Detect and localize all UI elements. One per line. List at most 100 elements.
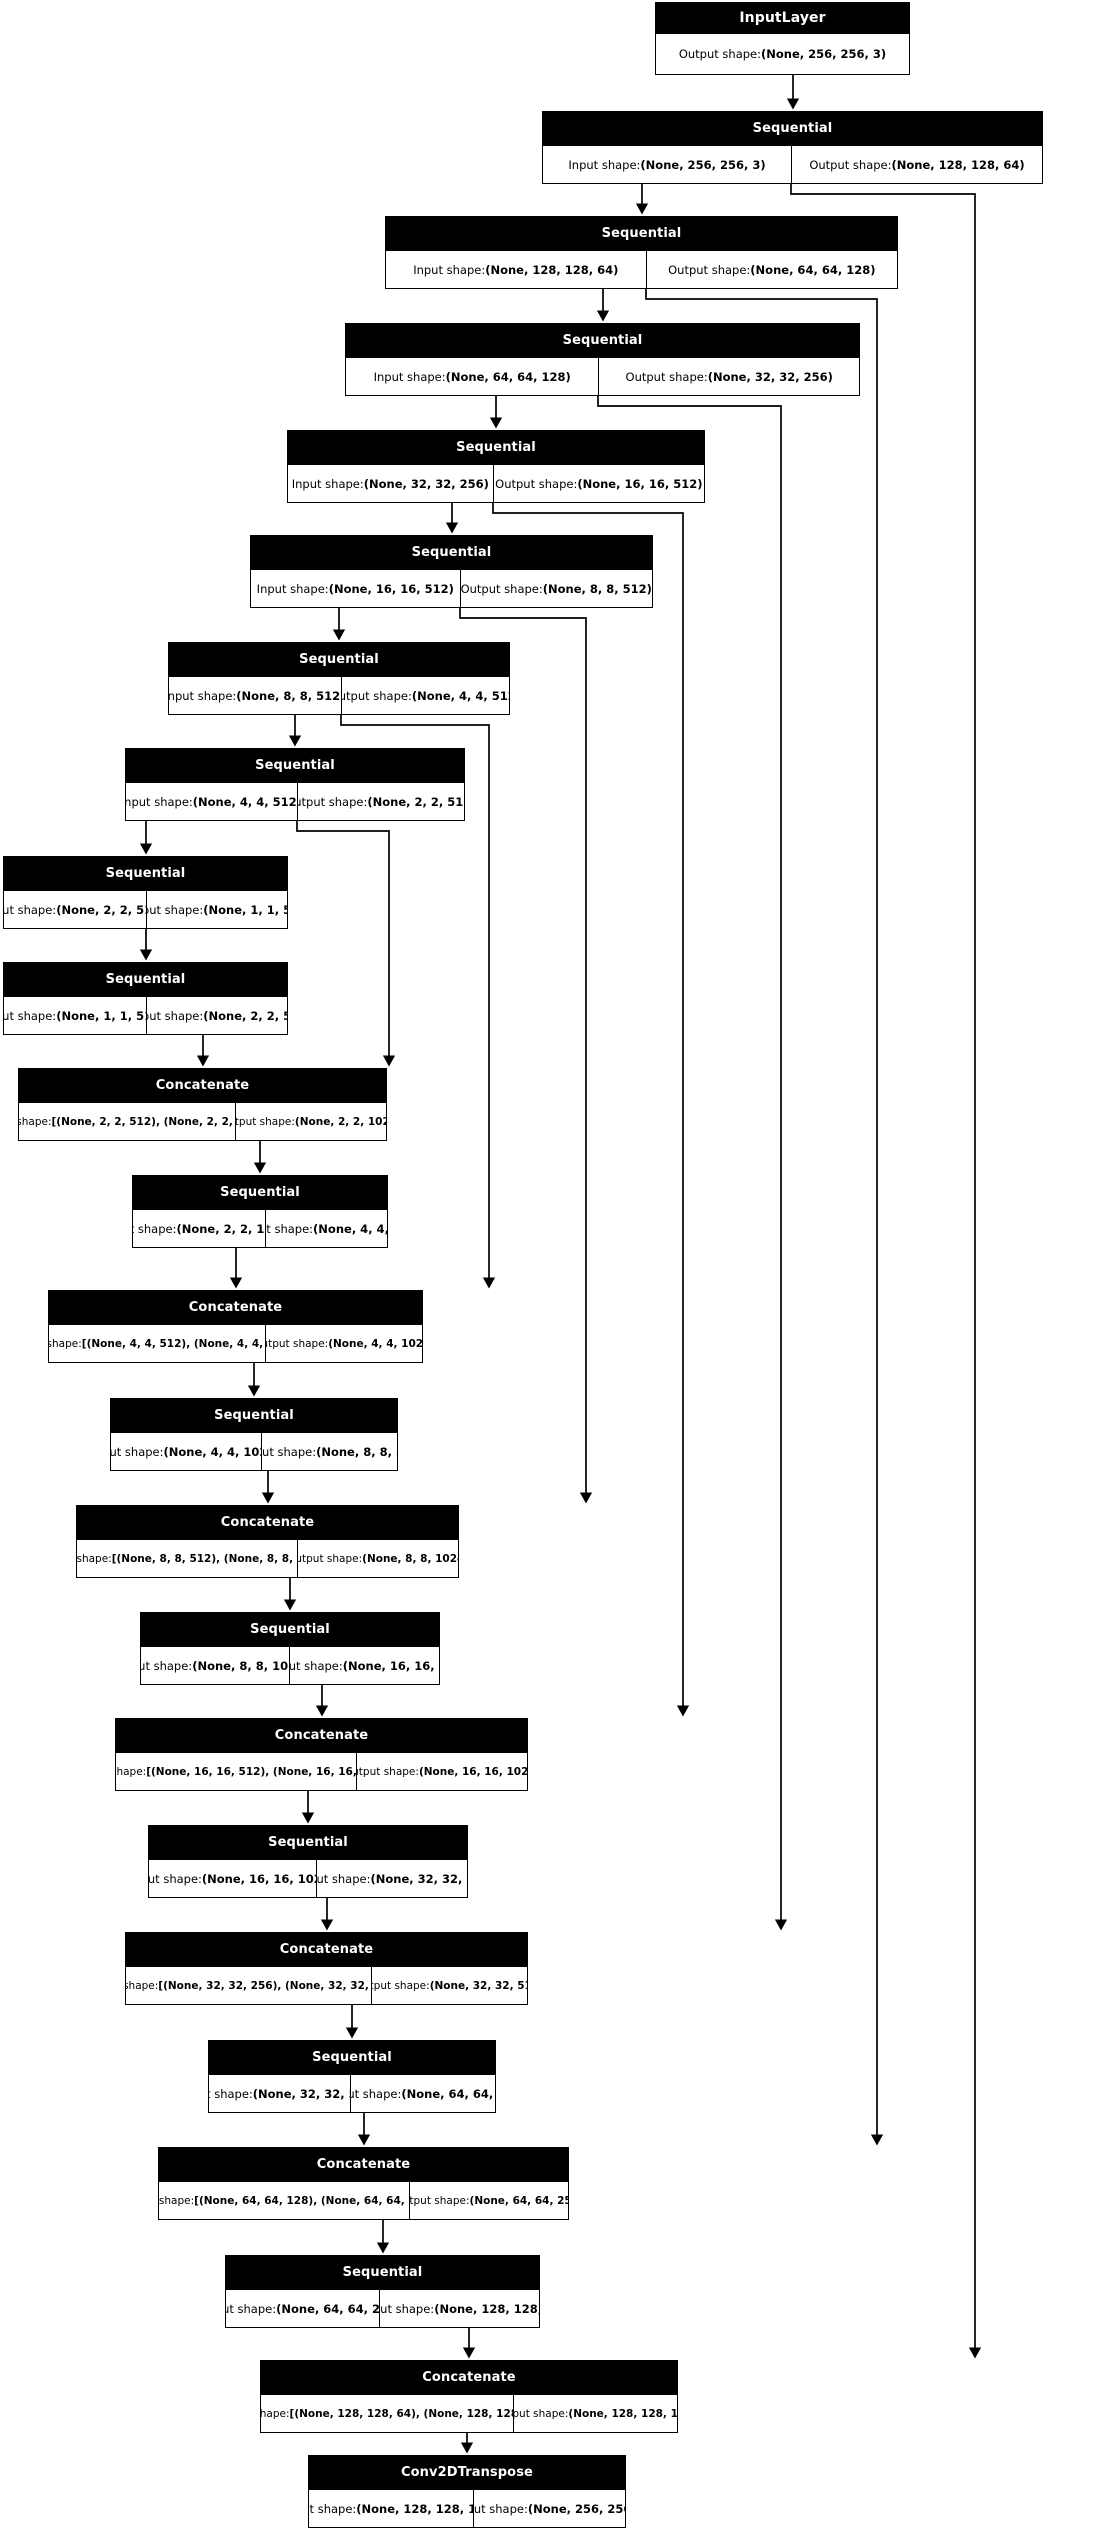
input-shape-value: (None, 16, 16, 1024) <box>201 1871 316 1886</box>
input-shape-value: [(None, 8, 8, 512), (None, 8, 8, 512)] <box>111 1552 298 1565</box>
node-shape-row: Input shape: (None, 2, 2, 1024)Output sh… <box>133 1209 387 1247</box>
output-shape-value: (None, 16, 16, 512) <box>577 476 703 491</box>
node-concatenate[interactable]: ConcatenateInput shape: [(None, 128, 128… <box>260 2360 678 2433</box>
node-title: Sequential <box>126 749 464 782</box>
output-shape-value: (None, 64, 64, 256) <box>469 2194 568 2207</box>
input-shape: Input shape: (None, 16, 16, 512) <box>251 570 460 607</box>
input-shape-label: Input shape: <box>256 581 329 596</box>
node-conv2dtranspose[interactable]: Conv2DTransposeInput shape: (None, 128, … <box>308 2455 626 2528</box>
output-shape-value: (None, 256, 256, 3) <box>761 47 887 61</box>
input-shape-label: Input shape: <box>159 2194 195 2207</box>
skip-edge-n4-n16 <box>492 503 690 1717</box>
input-shape: Input shape: [(None, 8, 8, 512), (None, … <box>77 1540 297 1577</box>
output-shape-value: (None, 2, 2, 1024) <box>294 1115 386 1128</box>
node-shape-row: Input shape: (None, 64, 64, 256)Output s… <box>226 2289 539 2327</box>
input-shape: Input shape: (None, 32, 32, 256) <box>288 465 493 502</box>
node-title: Concatenate <box>77 1506 458 1539</box>
output-shape-label: Output shape: <box>357 1765 419 1778</box>
node-title: Sequential <box>149 1826 467 1859</box>
node-title: Concatenate <box>49 1291 422 1324</box>
output-shape: Output shape: (None, 8, 8, 1024) <box>297 1540 458 1577</box>
node-shape-row: Input shape: (None, 8, 8, 512)Output sha… <box>169 676 509 714</box>
input-shape: Input shape: (None, 2, 2, 512) <box>4 891 146 928</box>
node-concatenate[interactable]: ConcatenateInput shape: [(None, 4, 4, 51… <box>48 1290 423 1363</box>
node-shape-row: Input shape: (None, 16, 16, 512)Output s… <box>251 569 652 607</box>
node-shape-row: Input shape: [(None, 2, 2, 512), (None, … <box>19 1102 386 1140</box>
node-shape-row: Input shape: (None, 1, 1, 512)Output sha… <box>4 996 287 1034</box>
node-title: Sequential <box>288 431 704 464</box>
output-shape-value: (None, 2, 2, 512) <box>367 794 464 809</box>
input-shape: Input shape: (None, 64, 64, 128) <box>346 358 598 395</box>
input-shape-value: [(None, 2, 2, 512), (None, 2, 2, 512)] <box>51 1115 234 1128</box>
input-shape-label: Input shape: <box>126 794 193 809</box>
output-shape: Output shape: (None, 2, 2, 512) <box>145 997 287 1034</box>
output-shape-value: (None, 256, 256, 3) <box>527 2501 625 2516</box>
output-shape-value: (None, 8, 8, 1024) <box>362 1552 458 1565</box>
node-concatenate[interactable]: ConcatenateInput shape: [(None, 64, 64, … <box>158 2147 569 2220</box>
input-shape-value: (None, 32, 32, 256) <box>363 476 489 491</box>
output-shape-label: Output shape: <box>512 2407 569 2420</box>
input-shape-label: Input shape: <box>111 1444 164 1459</box>
input-shape-value: (None, 2, 2, 512) <box>56 902 145 917</box>
node-shape-row: Input shape: (None, 4, 4, 512)Output sha… <box>126 782 464 820</box>
node-title: Sequential <box>226 2256 539 2289</box>
node-title: Conv2DTranspose <box>309 2456 625 2489</box>
output-shape: Output shape: (None, 4, 4, 512) <box>265 1210 387 1247</box>
input-shape: Input shape: [(None, 32, 32, 256), (None… <box>126 1967 371 2004</box>
node-title: Concatenate <box>261 2361 677 2394</box>
skip-edge-n2-n20 <box>645 289 884 2146</box>
input-shape-label: Input shape: <box>49 1337 82 1350</box>
input-shape: Input shape: (None, 4, 4, 512) <box>126 783 297 820</box>
output-shape-value: (None, 8, 8, 512) <box>316 1444 397 1459</box>
output-shape: Output shape: (None, 64, 64, 128) <box>645 251 897 288</box>
node-title: Concatenate <box>116 1719 527 1752</box>
node-shape-row: Input shape: [(None, 4, 4, 512), (None, … <box>49 1324 422 1362</box>
output-shape-value: (None, 4, 4, 512) <box>411 688 509 703</box>
output-shape: Output shape: (None, 32, 32, 512) <box>370 1967 527 2004</box>
input-shape-value: [(None, 128, 128, 64), (None, 128, 128, … <box>289 2407 513 2420</box>
input-shape: Input shape: [(None, 128, 128, 64), (Non… <box>261 2395 513 2432</box>
input-shape: Input shape: (None, 8, 8, 512) <box>169 677 341 714</box>
output-shape-label: Output shape: <box>372 1979 430 1992</box>
node-concatenate[interactable]: ConcatenateInput shape: [(None, 16, 16, … <box>115 1718 528 1791</box>
output-shape-value: (None, 128, 128, 64) <box>891 157 1025 172</box>
output-shape-label: Output shape: <box>625 369 708 384</box>
input-shape-label: Input shape: <box>4 1008 57 1023</box>
node-shape-row: Input shape: [(None, 128, 128, 64), (Non… <box>261 2394 677 2432</box>
node-title: Sequential <box>169 643 509 676</box>
output-shape-value: (None, 8, 8, 512) <box>542 581 652 596</box>
output-shape: Output shape: (None, 256, 256, 3) <box>472 2490 625 2527</box>
node-shape-row: Input shape: (None, 16, 16, 1024)Output … <box>149 1859 467 1897</box>
node-shape-row: Input shape: (None, 8, 8, 1024)Output sh… <box>141 1646 439 1684</box>
input-shape-value: (None, 2, 2, 1024) <box>176 1221 265 1236</box>
output-shape: Output shape: (None, 2, 2, 1024) <box>234 1103 386 1140</box>
input-shape-value: [(None, 16, 16, 512), (None, 16, 16, 512… <box>146 1765 357 1778</box>
node-title: Sequential <box>543 112 1042 145</box>
node-concatenate[interactable]: ConcatenateInput shape: [(None, 2, 2, 51… <box>18 1068 387 1141</box>
output-shape-value: (None, 64, 64, 128) <box>401 2086 495 2101</box>
output-shape-value: (None, 16, 16, 1024) <box>418 1765 527 1778</box>
input-shape-value: (None, 128, 128, 64) <box>485 262 619 277</box>
node-concatenate[interactable]: ConcatenateInput shape: [(None, 8, 8, 51… <box>76 1505 459 1578</box>
node-title: Sequential <box>4 963 287 996</box>
output-shape-value: (None, 128, 128, 128) <box>568 2407 677 2420</box>
node-concatenate[interactable]: ConcatenateInput shape: [(None, 32, 32, … <box>125 1932 528 2005</box>
node-title: Concatenate <box>126 1933 527 1966</box>
node-shape-row: Input shape: [(None, 32, 32, 256), (None… <box>126 1966 527 2004</box>
